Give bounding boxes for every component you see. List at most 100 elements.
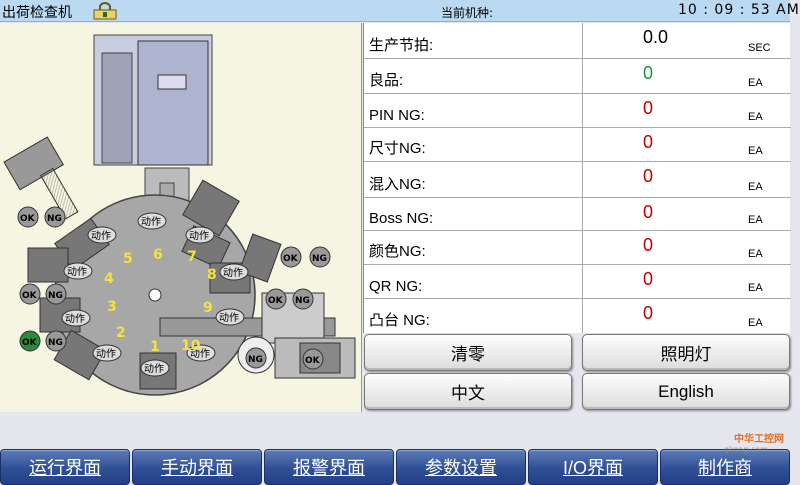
chinese-language-button[interactable]: 中文	[364, 373, 572, 410]
nav-parameter-settings[interactable]: 参数设置	[396, 449, 526, 485]
row-unit: EA	[748, 111, 763, 123]
station-number: 1	[150, 339, 160, 355]
row-unit: EA	[748, 282, 763, 294]
row-value: 0	[643, 63, 654, 83]
row-label: Boss NG:	[369, 210, 434, 227]
english-language-button[interactable]: English	[582, 373, 790, 410]
nav-run-screen[interactable]: 运行界面	[0, 449, 130, 485]
ok-indicator: OK	[17, 206, 39, 228]
row-unit: EA	[748, 77, 763, 89]
bottom-nav: 运行界面 手动界面 报警界面 参数设置 I/O界面 制作商	[0, 447, 790, 485]
row-value: 0.0	[643, 27, 669, 47]
station-number: 8	[207, 267, 217, 283]
app-title: 出荷检查机	[2, 5, 72, 21]
svg-text:OK: OK	[20, 214, 36, 224]
svg-text:OK: OK	[268, 296, 284, 306]
ok-indicator: OK	[280, 246, 302, 268]
row-value: 0	[643, 303, 654, 323]
action-label: 动作	[215, 308, 245, 326]
ng-indicator: NG	[45, 283, 67, 305]
action-label: 动作	[61, 309, 91, 327]
clock: 10 : 09 : 53 AM	[678, 2, 800, 18]
action-label: 动作	[219, 263, 249, 281]
clear-button[interactable]: 清零	[364, 334, 572, 371]
action-text: 动作	[190, 348, 210, 360]
ok-indicator: OK	[302, 348, 324, 370]
watermark-text: 中华工控网	[734, 434, 784, 445]
station-number: 9	[203, 300, 213, 316]
nav-manual-screen[interactable]: 手动界面	[132, 449, 262, 485]
row-label: 生产节拍:	[369, 37, 434, 54]
machine-drawing: 动作 动作 动作 动作 动作 动作 动作 动作 动作 动作 1 2 3 4 5 …	[3, 34, 356, 396]
row-value: 0	[643, 132, 654, 152]
ok-indicator: OK	[265, 288, 287, 310]
row-value: 0	[643, 269, 654, 289]
row-label: 颜色NG:	[369, 243, 426, 260]
nav-manufacturer[interactable]: 制作商	[660, 449, 790, 485]
station-number: 10	[181, 338, 201, 354]
action-text: 动作	[223, 267, 243, 279]
action-text: 动作	[96, 348, 116, 360]
ng-indicator: NG	[309, 246, 331, 268]
action-label: 动作	[185, 226, 215, 244]
svg-text:OK: OK	[22, 338, 38, 348]
svg-text:OK: OK	[283, 254, 299, 264]
action-text: 动作	[189, 230, 209, 242]
station-number: 5	[123, 251, 133, 267]
action-text: 动作	[141, 216, 161, 228]
action-text: 动作	[65, 313, 85, 325]
action-text: 动作	[144, 363, 164, 375]
row-unit: EA	[748, 317, 763, 329]
action-text: 动作	[67, 266, 87, 278]
action-label: 动作	[137, 212, 167, 230]
station-number: 6	[153, 247, 163, 263]
svg-text:NG: NG	[248, 355, 263, 365]
svg-text:NG: NG	[48, 338, 63, 348]
ng-indicator: NG	[292, 288, 314, 310]
action-label: 动作	[92, 344, 122, 362]
row-label: QR NG:	[369, 278, 423, 295]
row-unit: EA	[748, 214, 763, 226]
station-number: 2	[116, 325, 126, 341]
ng-indicator: NG	[245, 347, 267, 369]
action-text: 动作	[219, 312, 239, 324]
row-value: 0	[643, 202, 654, 222]
row-unit: SEC	[748, 42, 771, 54]
row-value: 0	[643, 235, 654, 255]
ok-indicator: OK	[19, 283, 41, 305]
svg-text:NG: NG	[47, 214, 62, 224]
action-label: 动作	[87, 226, 117, 244]
row-unit: EA	[748, 248, 763, 260]
ok-indicator-active: OK	[19, 330, 41, 352]
lock-icon[interactable]	[92, 2, 118, 20]
title-bar: 出荷检查机 当前机种: 10 : 09 : 53 AM	[0, 0, 799, 22]
svg-text:NG: NG	[312, 254, 327, 264]
row-unit: EA	[748, 145, 763, 157]
row-value: 0	[643, 98, 654, 118]
row-label: 混入NG:	[369, 176, 426, 193]
nav-io-screen[interactable]: I/O界面	[528, 449, 658, 485]
row-label: 良品:	[369, 72, 404, 89]
action-text: 动作	[91, 230, 111, 242]
ng-indicator: NG	[44, 206, 66, 228]
machine-diagram: 动作 动作 动作 动作 动作 动作 动作 动作 动作 动作 1 2 3 4 5 …	[0, 23, 362, 412]
row-label: PIN NG:	[369, 107, 425, 124]
station-number: 7	[187, 249, 197, 265]
row-unit: EA	[748, 181, 763, 193]
action-label: 动作	[140, 359, 170, 377]
nav-alarm-screen[interactable]: 报警界面	[264, 449, 394, 485]
action-label: 动作	[186, 344, 216, 362]
station-number: 3	[107, 299, 117, 315]
row-label: 凸台 NG:	[369, 312, 430, 329]
station-number: 4	[104, 271, 114, 287]
svg-text:NG: NG	[295, 296, 310, 306]
light-button[interactable]: 照明灯	[582, 334, 790, 371]
